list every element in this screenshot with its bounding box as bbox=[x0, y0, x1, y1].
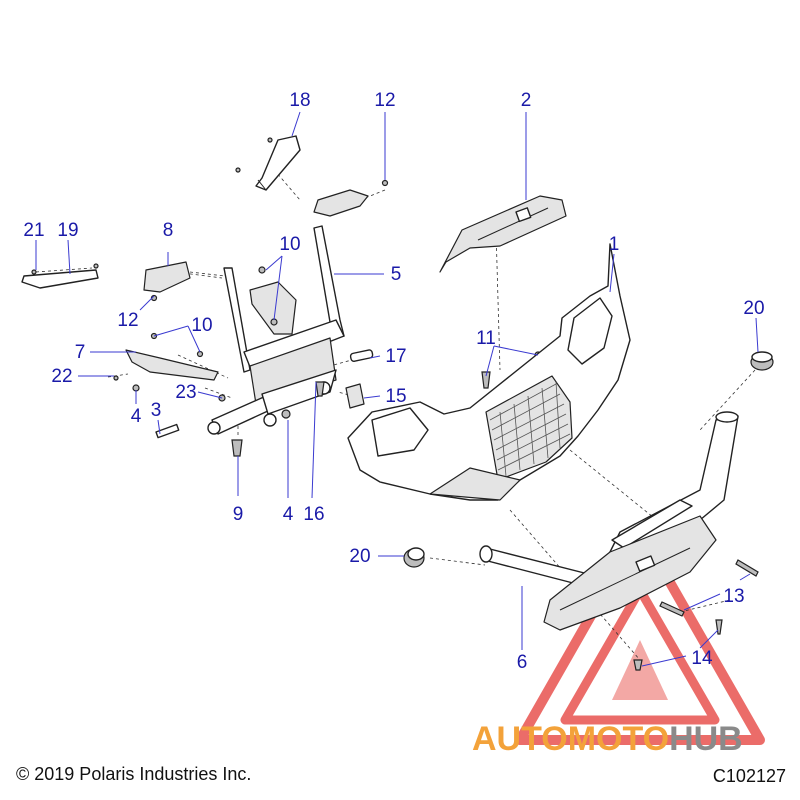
callout-16: 16 bbox=[303, 504, 324, 525]
part-8-bracket bbox=[143, 261, 191, 302]
part-2-top-bracket bbox=[439, 195, 567, 273]
part-20-grommet-left bbox=[403, 547, 425, 568]
callout-15: 15 bbox=[385, 386, 406, 407]
fasteners bbox=[155, 349, 542, 457]
callout-21: 21 bbox=[23, 220, 44, 241]
part-10-mount-plate bbox=[249, 266, 297, 335]
callout-10-lower: 10 bbox=[191, 315, 212, 336]
callout-6: 6 bbox=[517, 652, 528, 673]
callout-18: 18 bbox=[289, 90, 310, 111]
part-5-upright-frame bbox=[207, 225, 345, 435]
part-19-strap bbox=[21, 263, 99, 289]
callout-17: 17 bbox=[385, 346, 406, 367]
callout-12-top: 12 bbox=[374, 90, 395, 111]
callout-5: 5 bbox=[391, 264, 402, 285]
callout-22: 22 bbox=[51, 366, 72, 387]
callout-20-left: 20 bbox=[349, 546, 370, 567]
part-20-grommet-right bbox=[750, 351, 774, 371]
callout-23: 23 bbox=[175, 382, 196, 403]
callout-4-center: 4 bbox=[283, 504, 294, 525]
watermark-text-part1: AUTOMOTO bbox=[472, 720, 669, 758]
grille-mesh bbox=[489, 381, 571, 477]
callout-7: 7 bbox=[75, 342, 86, 363]
callout-14: 14 bbox=[691, 648, 713, 669]
callout-2: 2 bbox=[521, 90, 532, 111]
callout-12-left: 12 bbox=[117, 310, 138, 331]
copyright-notice: © 2019 Polaris Industries Inc. bbox=[16, 764, 252, 784]
callout-20-right: 20 bbox=[743, 298, 764, 319]
part-6-front-bumper bbox=[479, 411, 759, 671]
drawing-number: C102127 bbox=[712, 766, 786, 786]
callout-9: 9 bbox=[233, 504, 244, 525]
part-1-front-fascia bbox=[347, 243, 631, 501]
callout-13: 13 bbox=[723, 586, 744, 607]
leader-lines bbox=[35, 111, 759, 667]
watermark-text-part2: HUB bbox=[669, 720, 743, 758]
callout-8: 8 bbox=[163, 220, 174, 241]
part-7-bracket bbox=[113, 332, 219, 392]
watermark-triangle-inner bbox=[560, 585, 720, 725]
watermark-text: AUTOMOTOHUB bbox=[472, 720, 743, 758]
watermark-triangle-outer bbox=[515, 525, 765, 745]
part-12-top-bracket bbox=[313, 179, 389, 217]
callout-4-left: 4 bbox=[131, 406, 142, 427]
callout-1: 1 bbox=[609, 234, 620, 255]
callout-labels: 18 12 2 1 20 5 8 19 21 10 12 10 7 22 23 … bbox=[23, 90, 764, 673]
part-18-strap bbox=[235, 135, 301, 191]
callout-3: 3 bbox=[151, 400, 162, 421]
callout-10-upper: 10 bbox=[279, 234, 300, 255]
callout-19: 19 bbox=[57, 220, 78, 241]
callout-11: 11 bbox=[476, 328, 496, 349]
